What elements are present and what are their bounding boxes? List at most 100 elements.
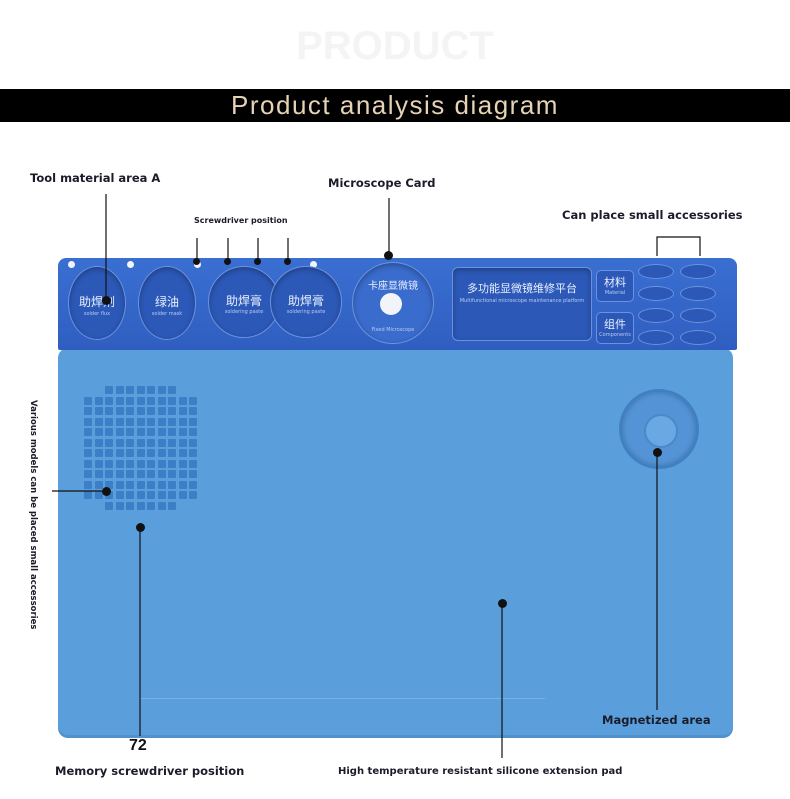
grid-cell xyxy=(178,396,187,405)
soldering-paste-well-1: 助焊膏 soldering paste xyxy=(208,266,280,338)
grid-cell xyxy=(147,449,155,457)
components-slot: 组件 Components xyxy=(596,312,634,344)
grid-cell xyxy=(94,459,103,468)
grid-cell xyxy=(105,459,113,468)
label-small-accessories: Can place small accessories xyxy=(562,208,743,222)
grid-cell xyxy=(94,491,103,499)
grid-cell xyxy=(136,438,145,447)
grid-cell xyxy=(84,438,92,447)
grid-cell xyxy=(84,480,92,489)
grid-cell xyxy=(94,449,103,457)
accessory-slot xyxy=(680,286,716,301)
solder-flux-well: 助焊剂 solder flux xyxy=(68,266,126,340)
grid-cell xyxy=(115,407,124,415)
marker-dot xyxy=(498,599,507,608)
grid-cell xyxy=(126,438,134,447)
grid-cell xyxy=(105,438,113,447)
grid-cell xyxy=(157,386,166,394)
grid-cell xyxy=(115,417,124,426)
grid-cell xyxy=(105,470,113,478)
accessory-slot xyxy=(680,264,716,279)
grid-cell xyxy=(115,396,124,405)
grid-cell xyxy=(136,470,145,478)
grid-cell xyxy=(178,480,187,489)
grid-cell xyxy=(168,407,176,415)
grid-cell xyxy=(105,428,113,436)
grid-cell xyxy=(84,428,92,436)
grid-cell xyxy=(168,459,176,468)
grid-cell xyxy=(94,428,103,436)
label-magnetized-area: Magnetized area xyxy=(602,713,711,727)
grid-cell xyxy=(189,470,197,478)
material-slot: 材料 Material xyxy=(596,270,634,302)
grid-cell xyxy=(84,407,92,415)
grid-cell xyxy=(136,417,145,426)
marker-dot xyxy=(254,258,261,265)
grid-cell xyxy=(115,386,124,394)
label-screwdriver-position: Screwdriver position xyxy=(194,216,288,225)
grid-cell xyxy=(126,428,134,436)
grid-cell xyxy=(115,480,124,489)
grid-cell xyxy=(147,470,155,478)
grid-cell xyxy=(136,459,145,468)
grid-cell xyxy=(157,428,166,436)
grid-cell xyxy=(168,438,176,447)
label-memory-screwdriver: Memory screwdriver position xyxy=(55,764,245,778)
grid-cell xyxy=(157,407,166,415)
grid-cell xyxy=(178,428,187,436)
grid-cell xyxy=(126,459,134,468)
grid-cell xyxy=(136,491,145,499)
grid-cell xyxy=(147,386,155,394)
label-various-models: Various models can be placed small acces… xyxy=(28,400,38,630)
marker-dot xyxy=(102,487,111,496)
grid-cell xyxy=(168,396,176,405)
grid-cell xyxy=(105,449,113,457)
grid-cell xyxy=(189,428,197,436)
grid-cell xyxy=(147,438,155,447)
marker-dot xyxy=(284,258,291,265)
grid-cell xyxy=(147,417,155,426)
grid-cell xyxy=(115,449,124,457)
grid-cell xyxy=(178,491,187,499)
banner-title: Product analysis diagram xyxy=(231,90,559,120)
grid-cell xyxy=(126,491,134,499)
grid-cell xyxy=(115,470,124,478)
grid-cell xyxy=(189,407,197,415)
grid-cell xyxy=(147,501,155,510)
solder-mask-well: 绿油 solder mask xyxy=(138,266,196,340)
label-silicone-pad: High temperature resistant silicone exte… xyxy=(338,766,623,777)
grid-cell xyxy=(105,480,113,489)
grid-cell xyxy=(136,449,145,457)
grid-cell xyxy=(147,396,155,405)
grid-cell xyxy=(115,491,124,499)
card-center-hole xyxy=(380,293,402,315)
label-count: 72 xyxy=(129,737,147,754)
grid-cell xyxy=(178,470,187,478)
grid-cell xyxy=(84,459,92,468)
grid-cell xyxy=(147,459,155,468)
accessory-slot xyxy=(680,330,716,345)
ghost-title: PRODUCT xyxy=(296,24,494,68)
grid-cell xyxy=(126,396,134,405)
grid-cell xyxy=(168,470,176,478)
grid-cell xyxy=(84,449,92,457)
label-tool-material-area: Tool material area A xyxy=(30,171,161,185)
marker-dot xyxy=(653,448,662,457)
grid-cell xyxy=(84,491,92,499)
grid-cell xyxy=(84,396,92,405)
accessory-slot xyxy=(638,264,674,279)
marker-dot xyxy=(224,258,231,265)
grid-cell xyxy=(136,407,145,415)
grid-cell xyxy=(94,438,103,447)
grid-cell xyxy=(168,417,176,426)
grid-cell xyxy=(189,438,197,447)
grid-cell xyxy=(136,386,145,394)
tray-hole xyxy=(127,261,134,268)
accessory-slot xyxy=(680,308,716,323)
grid-cell xyxy=(84,470,92,478)
grid-cell xyxy=(84,417,92,426)
grid-cell xyxy=(94,396,103,405)
platform-label-well: 多功能显微镜维修平台 Multifunctional microscope ma… xyxy=(452,267,592,341)
grid-cell xyxy=(94,407,103,415)
grid-cell xyxy=(157,449,166,457)
